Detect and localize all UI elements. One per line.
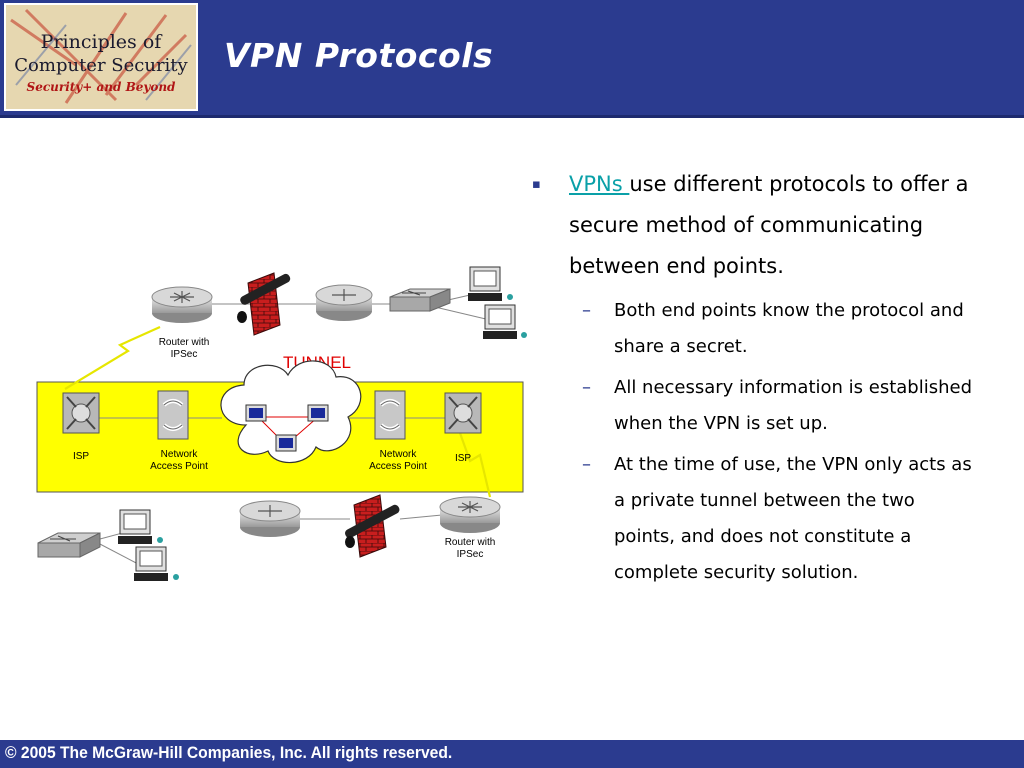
- logo-line3: Security+ and Beyond: [27, 80, 177, 94]
- nap-right-icon: [374, 390, 406, 440]
- computer-icon: [483, 304, 527, 339]
- main-bullet-text: use different protocols to offer a secur…: [569, 172, 969, 278]
- computer-icon: [118, 509, 163, 544]
- sub-bullet: – All necessary information is establishe…: [532, 370, 972, 442]
- nap-left-icon: [157, 390, 189, 440]
- dash-bullet-icon: –: [582, 377, 591, 398]
- router-top-2-icon: [315, 284, 373, 321]
- router-bottom-icon: [439, 496, 501, 533]
- logo-line1: Principles of: [41, 31, 164, 53]
- isp-left-switch-icon: [62, 392, 100, 434]
- switch-bottom-icon: [37, 532, 101, 558]
- nap-left-label-2: Access Point: [150, 461, 208, 472]
- sub-bullet-text: At the time of use, the VPN only acts as…: [614, 454, 972, 583]
- sub-bullet: – At the time of use, the VPN only acts a…: [532, 447, 972, 591]
- wan-link-top: [64, 325, 161, 390]
- slide-footer: © 2005 The McGraw-Hill Companies, Inc. A…: [0, 740, 1024, 768]
- computer-icon: [468, 266, 513, 301]
- router-bottom-2-icon: [239, 500, 301, 537]
- cloud-pc-icon: [245, 404, 267, 422]
- wan-link-bottom: [458, 432, 492, 498]
- isp-left-label: ISP: [73, 451, 89, 462]
- firewall-top-icon: [237, 272, 291, 336]
- sub-bullet-text: Both end points know the protocol and sh…: [614, 300, 964, 357]
- dash-bullet-icon: –: [582, 300, 591, 321]
- tunnel-links: [256, 416, 320, 446]
- copyright-text: © 2005 The McGraw-Hill Companies, Inc. A…: [5, 743, 453, 762]
- vpns-link[interactable]: VPNs: [569, 172, 630, 196]
- nap-left-label-1: Network: [161, 449, 199, 460]
- slide-header: Principles of Computer Security Security…: [0, 0, 1024, 118]
- router-top-label-2: IPSec: [171, 349, 198, 360]
- nap-right-label-1: Network: [380, 449, 418, 460]
- firewall-bottom-icon: [345, 494, 400, 558]
- cloud-pc-icon: [307, 404, 329, 422]
- logo-line2: Computer Security: [14, 55, 188, 76]
- internet-cloud-icon: [220, 360, 362, 464]
- page-title: VPN Protocols: [224, 36, 494, 75]
- main-bullet: ▪ VPNs use different protocols to offer …: [532, 164, 972, 287]
- vpn-network-diagram: Router with IPSec: [30, 255, 530, 595]
- square-bullet-icon: ▪: [532, 177, 541, 192]
- switch-top-icon: [389, 288, 451, 312]
- slide-content: ▪ VPNs use different protocols to offer …: [532, 164, 972, 596]
- nap-right-label-2: Access Point: [369, 461, 427, 472]
- cloud-pc-icon: [275, 434, 297, 452]
- router-bottom-label-1: Router with: [445, 537, 496, 548]
- isp-right-switch-icon: [444, 392, 482, 434]
- router-top-label-1: Router with: [159, 337, 210, 348]
- sub-bullet: – Both end points know the protocol and s…: [532, 293, 972, 365]
- sub-bullet-list: – Both end points know the protocol and s…: [532, 293, 972, 591]
- router-top-icon: [151, 286, 213, 323]
- computer-icon: [134, 546, 179, 581]
- book-logo: Principles of Computer Security Security…: [4, 3, 198, 111]
- dash-bullet-icon: –: [582, 454, 591, 475]
- isp-right-label: ISP: [455, 453, 471, 464]
- router-bottom-label-2: IPSec: [457, 549, 484, 560]
- sub-bullet-text: All necessary information is established…: [614, 377, 973, 434]
